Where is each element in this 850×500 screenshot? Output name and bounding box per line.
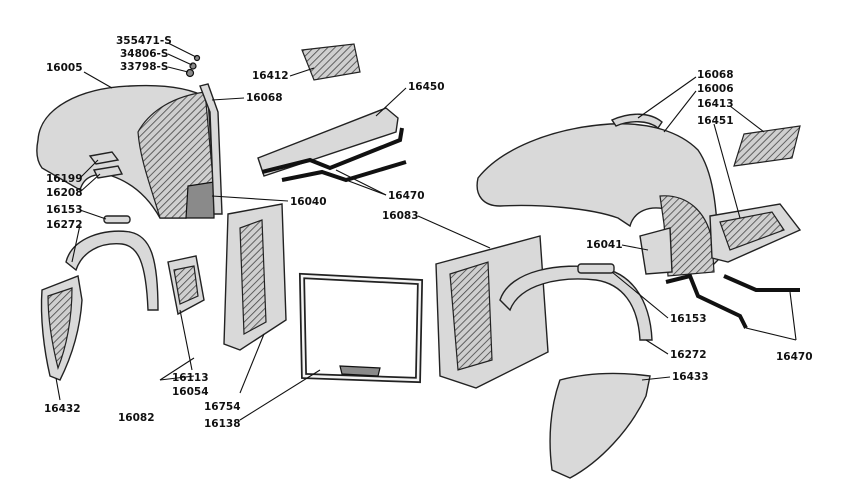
- label-16153-right: 16153: [670, 313, 707, 325]
- label-16083: 16083: [382, 210, 419, 222]
- top-plate-16413: [733, 125, 801, 167]
- bracket-16470-right-a: [665, 273, 748, 329]
- label-16272-right: 16272: [670, 349, 707, 361]
- label-16153-left: 16153: [46, 204, 83, 216]
- label-16006: 16006: [697, 83, 734, 95]
- label-16199: 16199: [46, 173, 83, 185]
- label-16433: 16433: [672, 371, 709, 383]
- left-fender-welt-16068: [199, 83, 223, 215]
- leader-lines: [55, 42, 797, 421]
- lower-shield-16433: [549, 372, 651, 479]
- bracket-16470-left-b: [281, 160, 407, 183]
- bracket-16470-right-b: [723, 274, 800, 292]
- label-16754: 16754: [204, 401, 241, 413]
- label-34806-s: 34806-S: [120, 48, 168, 60]
- right-apron-16041: [639, 227, 673, 275]
- shim-16153-left: [103, 215, 131, 224]
- label-16451: 16451: [697, 115, 734, 127]
- label-33798-s: 33798-S: [120, 61, 168, 73]
- wheelhouse-arch-16272-left: [65, 230, 159, 311]
- label-16068-right: 16068: [697, 69, 734, 81]
- right-fender-welt-16068: [610, 113, 663, 130]
- label-16068-left: 16068: [246, 92, 283, 104]
- label-16005: 16005: [46, 62, 83, 74]
- label-16082: 16082: [118, 412, 155, 424]
- label-16413: 16413: [697, 98, 734, 110]
- plate-16208: [92, 165, 124, 179]
- label-16272-left: 16272: [46, 219, 83, 231]
- label-16138: 16138: [204, 418, 241, 430]
- label-16208: 16208: [46, 187, 83, 199]
- right-front-fender-16006: [476, 123, 719, 277]
- top-plate-16412: [301, 43, 361, 81]
- label-16041: 16041: [586, 239, 623, 251]
- label-16470-left: 16470: [388, 190, 425, 202]
- label-16450: 16450: [408, 81, 445, 93]
- part-labels: 355471-S 34806-S 33798-S 16005 16412 160…: [44, 35, 813, 430]
- left-front-fender-16005: [36, 84, 215, 219]
- nut-33798-s: [185, 68, 195, 78]
- radiator-support-16138: [298, 272, 424, 384]
- label-355471-s: 355471-S: [116, 35, 172, 47]
- shim-16153-right: [577, 263, 615, 274]
- label-16412: 16412: [252, 70, 289, 82]
- label-16113: 16113: [172, 372, 209, 384]
- label-16040: 16040: [290, 196, 327, 208]
- label-16432: 16432: [44, 403, 81, 415]
- wheelhouse-arch-16272-right: [499, 265, 653, 341]
- bracket-16470-left-a: [261, 127, 404, 174]
- label-16470-right: 16470: [776, 351, 813, 363]
- label-16054: 16054: [172, 386, 209, 398]
- screw-group: [185, 54, 201, 78]
